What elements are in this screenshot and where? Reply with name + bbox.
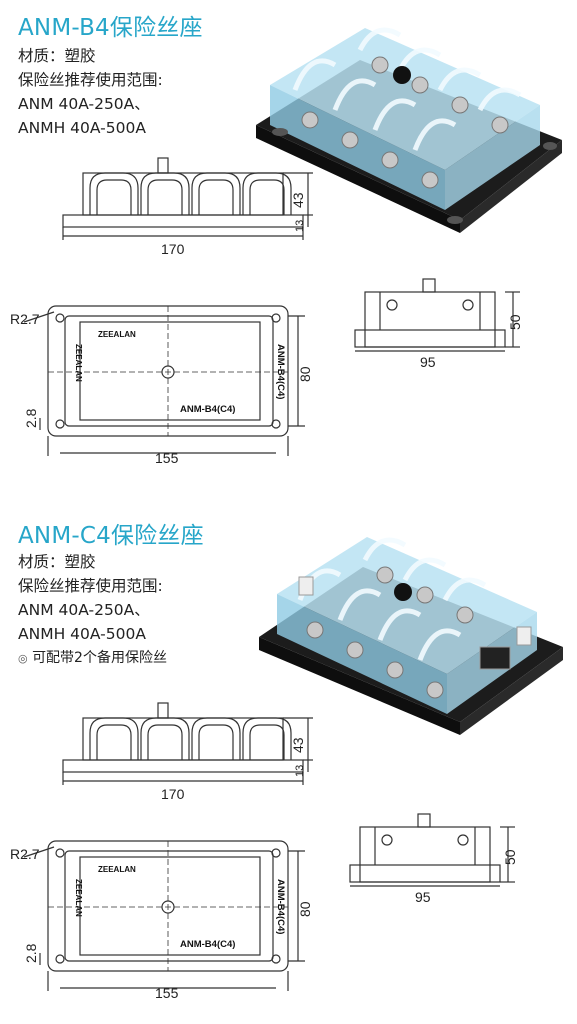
brand-logo: ZEEALAN	[98, 865, 136, 874]
dim-plate-width: 80	[297, 366, 313, 382]
dim-base: 13	[294, 220, 306, 232]
section-anm-c4: ANM-C4保险丝座 材质：塑胶 保险丝推荐使用范围: ANM 40A-250A…	[0, 510, 577, 1024]
end-view-drawing: 95 50	[354, 278, 523, 370]
dim-radius: R2.7	[10, 311, 40, 327]
brand-logo: ZEEALAN	[98, 330, 136, 339]
dim-end-length: 95	[420, 354, 436, 370]
dim-hole: 2.8	[23, 943, 39, 963]
plan-view-drawing: ZEEALAN ZEEALAN ANM-B4(C4) ANM-B4(C4) 15…	[10, 305, 313, 466]
end-view-drawing: 95 50	[349, 813, 518, 905]
plate-model-vertical: ANM-B4(C4)	[275, 879, 286, 934]
brand-logo-vertical: ZEEALAN	[74, 879, 83, 917]
plate-model-vertical: ANM-B4(C4)	[275, 344, 286, 399]
material-text: 材质：塑胶	[18, 47, 96, 65]
product-photo	[259, 537, 563, 735]
range-text-2: ANMH 40A-500A	[18, 119, 146, 137]
section-title: ANM-B4保险丝座	[18, 15, 203, 41]
plan-view-drawing: ZEEALAN ZEEALAN ANM-B4(C4) ANM-B4(C4) 15…	[10, 840, 313, 1001]
recommend-label: 保险丝推荐使用范围:	[18, 71, 163, 89]
dim-end-width: 50	[507, 314, 523, 330]
side-view-drawing: 170 43 13	[62, 157, 313, 257]
dim-plate-length: 155	[155, 985, 179, 1001]
spec-block: 材质：塑胶 保险丝推荐使用范围: ANM 40A-250A、 ANMH 40A-…	[18, 44, 163, 140]
dim-base: 13	[294, 765, 306, 777]
plate-model-label: ANM-B4(C4)	[180, 404, 235, 415]
product-photo	[256, 27, 562, 233]
spec-block: 材质：塑胶 保险丝推荐使用范围: ANM 40A-250A、 ANMH 40A-…	[18, 550, 167, 671]
range-text-2: ANMH 40A-500A	[18, 625, 146, 643]
dim-plate-length: 155	[155, 450, 179, 466]
dim-plate-width: 80	[297, 901, 313, 917]
dim-length: 170	[161, 786, 185, 802]
section-title: ANM-C4保险丝座	[18, 523, 204, 549]
brand-logo-vertical: ZEEALAN	[74, 344, 83, 382]
spare-fuse-note: 可配带2个备用保险丝	[32, 650, 167, 666]
section-anm-b4: ANM-B4保险丝座 材质：塑胶 保险丝推荐使用范围: ANM 40A-250A…	[0, 0, 577, 500]
dim-end-length: 95	[415, 889, 431, 905]
dim-length: 170	[161, 241, 185, 257]
note-row: ◎ 可配带2个备用保险丝	[18, 646, 167, 671]
dim-height: 43	[290, 192, 306, 208]
material-text: 材质：塑胶	[18, 553, 96, 571]
side-view-drawing: 170 43 13	[62, 702, 313, 802]
dim-height: 43	[290, 737, 306, 753]
dim-hole: 2.8	[23, 408, 39, 428]
recommend-label: 保险丝推荐使用范围:	[18, 577, 163, 595]
dim-radius: R2.7	[10, 846, 40, 862]
range-text-1: ANM 40A-250A、	[18, 601, 150, 619]
plate-model-label: ANM-B4(C4)	[180, 939, 235, 950]
bullet-circle-icon: ◎	[18, 652, 28, 665]
dim-end-width: 50	[502, 849, 518, 865]
range-text-1: ANM 40A-250A、	[18, 95, 150, 113]
